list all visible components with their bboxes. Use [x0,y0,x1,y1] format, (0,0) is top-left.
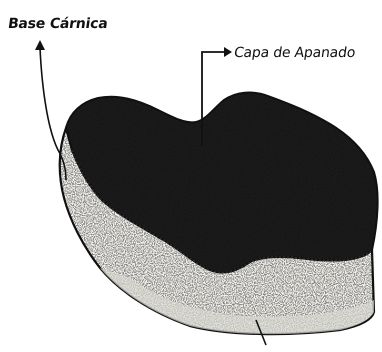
base-arrowhead [35,40,45,50]
label-base-carnica: Base Cárnica [7,16,109,32]
label-capa-de-apanado: Capa de Apanado [233,45,356,61]
capa-arrowhead [224,47,232,57]
base-leader-line [40,48,66,180]
